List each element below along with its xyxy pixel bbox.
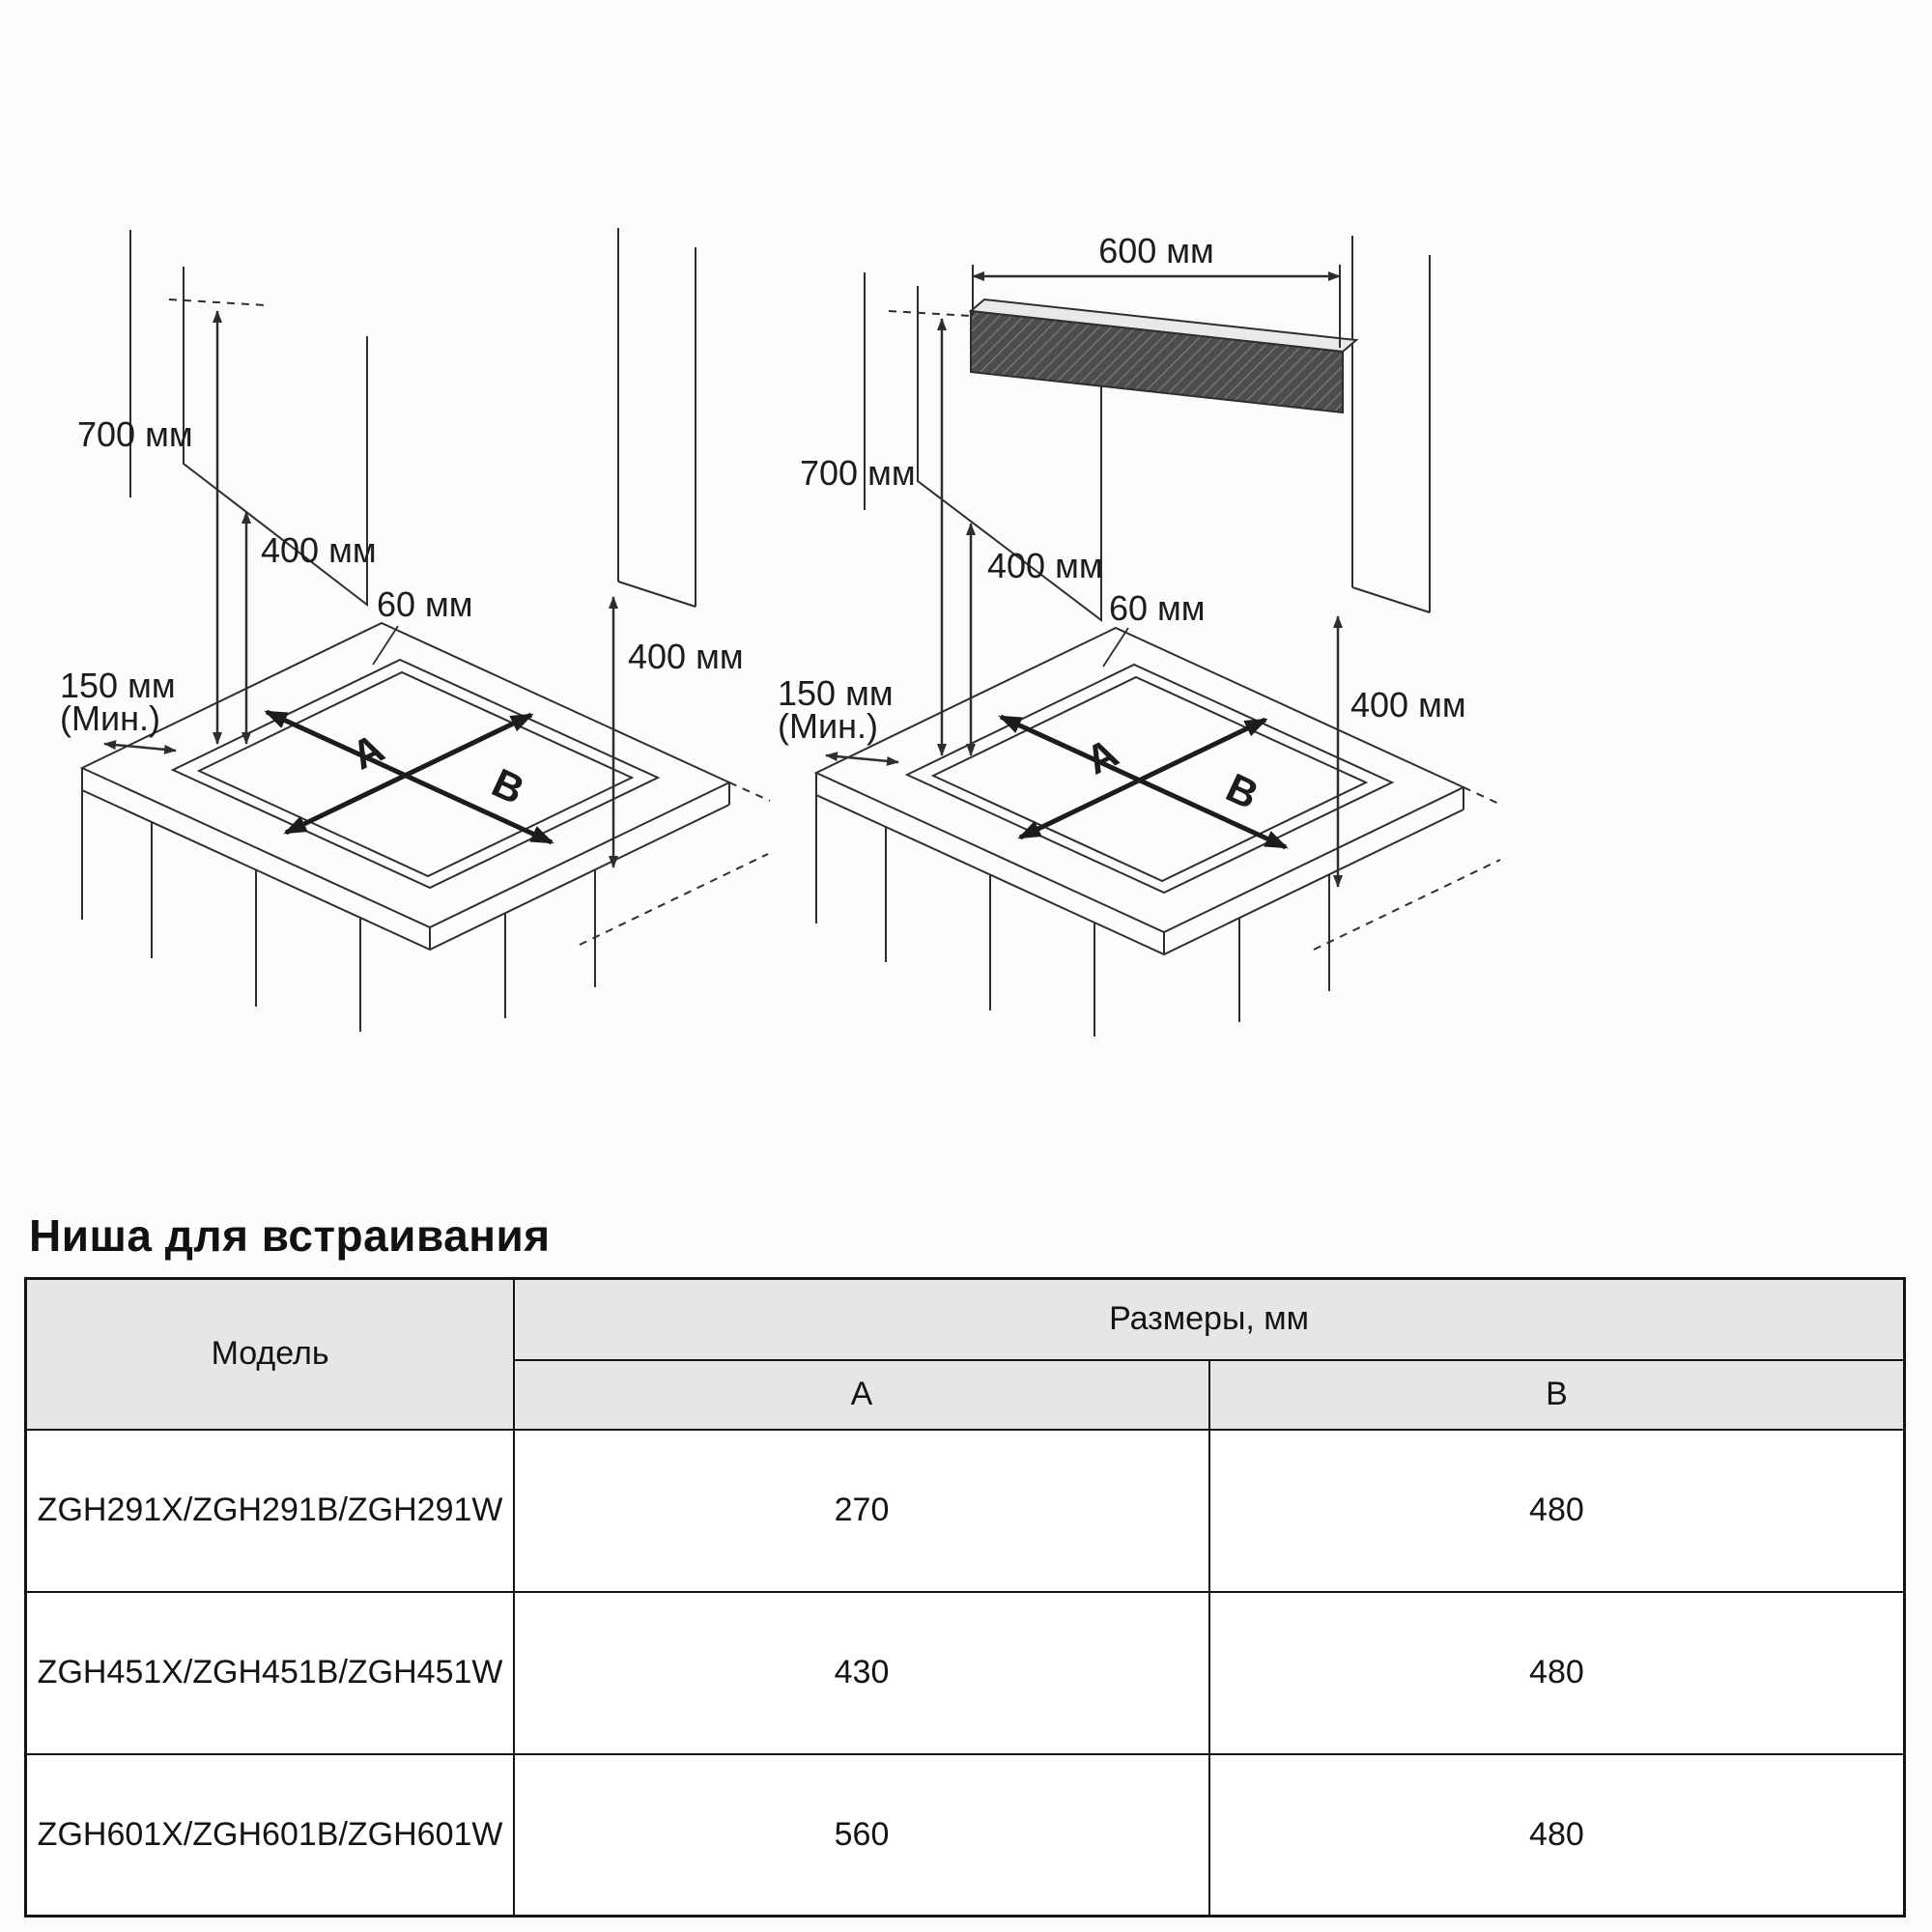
cabinetry-lines xyxy=(813,236,1504,1037)
dimension-arrows xyxy=(825,271,1343,888)
cabinetry-lines xyxy=(79,228,771,1032)
table-row: ZGH291X/ZGH291B/ZGH291W 270 480 xyxy=(24,1428,1906,1593)
model-cell: ZGH291X/ZGH291B/ZGH291W xyxy=(24,1428,516,1593)
hood-front-face xyxy=(970,309,1344,414)
label-60mm: 60 мм xyxy=(377,584,473,624)
label-150mm-min: (Мин.) xyxy=(778,706,878,746)
table-row: ZGH601X/ZGH601B/ZGH601W 560 480 xyxy=(24,1752,1906,1918)
installation-drawing-with-hood: 600 мм 700 мм 400 мм 60 мм 150 мм (Мин.)… xyxy=(778,231,1504,1037)
column-header-a: A xyxy=(513,1358,1210,1431)
table-header-row-2: A B xyxy=(26,1358,1906,1431)
dim-b-cell: 480 xyxy=(1208,1428,1906,1593)
model-cell: ZGH601X/ZGH601B/ZGH601W xyxy=(24,1752,516,1918)
label-60mm: 60 мм xyxy=(1109,588,1206,628)
column-header-b: B xyxy=(1208,1358,1906,1431)
dimension-labels: 700 мм 400 мм 60 мм 150 мм (Мин.) 400 мм… xyxy=(60,414,744,813)
label-dim-b: B xyxy=(485,759,530,812)
section-title: Ниша для встраивания xyxy=(29,1210,551,1261)
dim-b-cell: 480 xyxy=(1208,1590,1906,1755)
label-150mm: 150 мм xyxy=(60,666,176,705)
label-dim-b: B xyxy=(1219,764,1264,817)
dim-b-cell: 480 xyxy=(1208,1752,1906,1918)
cutout-dimension-arrows xyxy=(998,714,1289,850)
dim-a-cell: 430 xyxy=(513,1590,1210,1755)
installation-drawing-no-hood: 700 мм 400 мм 60 мм 150 мм (Мин.) 400 мм… xyxy=(60,228,771,1032)
dim-a-cell: 560 xyxy=(513,1752,1210,1918)
label-dim-a: A xyxy=(1079,729,1125,783)
niche-dimensions-table: Модель Размеры, мм A B ZGH291X/ZGH291B/Z… xyxy=(24,1277,1906,1918)
label-400mm: 400 мм xyxy=(987,546,1103,585)
niche-dimensions-table-wrap: Модель Размеры, мм A B ZGH291X/ZGH291B/Z… xyxy=(24,1277,1906,1918)
label-400mm-right: 400 мм xyxy=(1350,685,1466,724)
label-150mm-min: (Мин.) xyxy=(60,698,160,738)
column-header-model: Модель xyxy=(24,1277,516,1431)
cooker-hood xyxy=(968,265,1359,414)
label-700mm: 700 мм xyxy=(77,414,193,454)
dimension-labels: 600 мм 700 мм 400 мм 60 мм 150 мм (Мин.)… xyxy=(778,231,1466,818)
label-400mm: 400 мм xyxy=(261,530,377,570)
column-header-dimensions: Размеры, мм xyxy=(513,1277,1906,1361)
cutout-dimension-arrows xyxy=(264,709,554,845)
label-700mm: 700 мм xyxy=(800,453,916,493)
label-400mm-right: 400 мм xyxy=(628,637,744,676)
dimension-arrows xyxy=(103,310,618,868)
label-dim-a: A xyxy=(345,724,391,779)
installation-diagram-left: 700 мм 400 мм 60 мм 150 мм (Мин.) 400 мм… xyxy=(58,222,773,1043)
table-row: ZGH451X/ZGH451B/ZGH451W 430 480 xyxy=(24,1590,1906,1755)
label-600mm: 600 мм xyxy=(1098,231,1214,270)
label-150mm: 150 мм xyxy=(778,673,894,713)
table-header-row-1: Модель Размеры, мм xyxy=(24,1277,1906,1431)
dim-a-cell: 270 xyxy=(513,1428,1210,1593)
model-cell: ZGH451X/ZGH451B/ZGH451W xyxy=(24,1590,516,1755)
installation-diagram-right: 600 мм 700 мм 400 мм 60 мм 150 мм (Мин.)… xyxy=(773,222,1507,1053)
